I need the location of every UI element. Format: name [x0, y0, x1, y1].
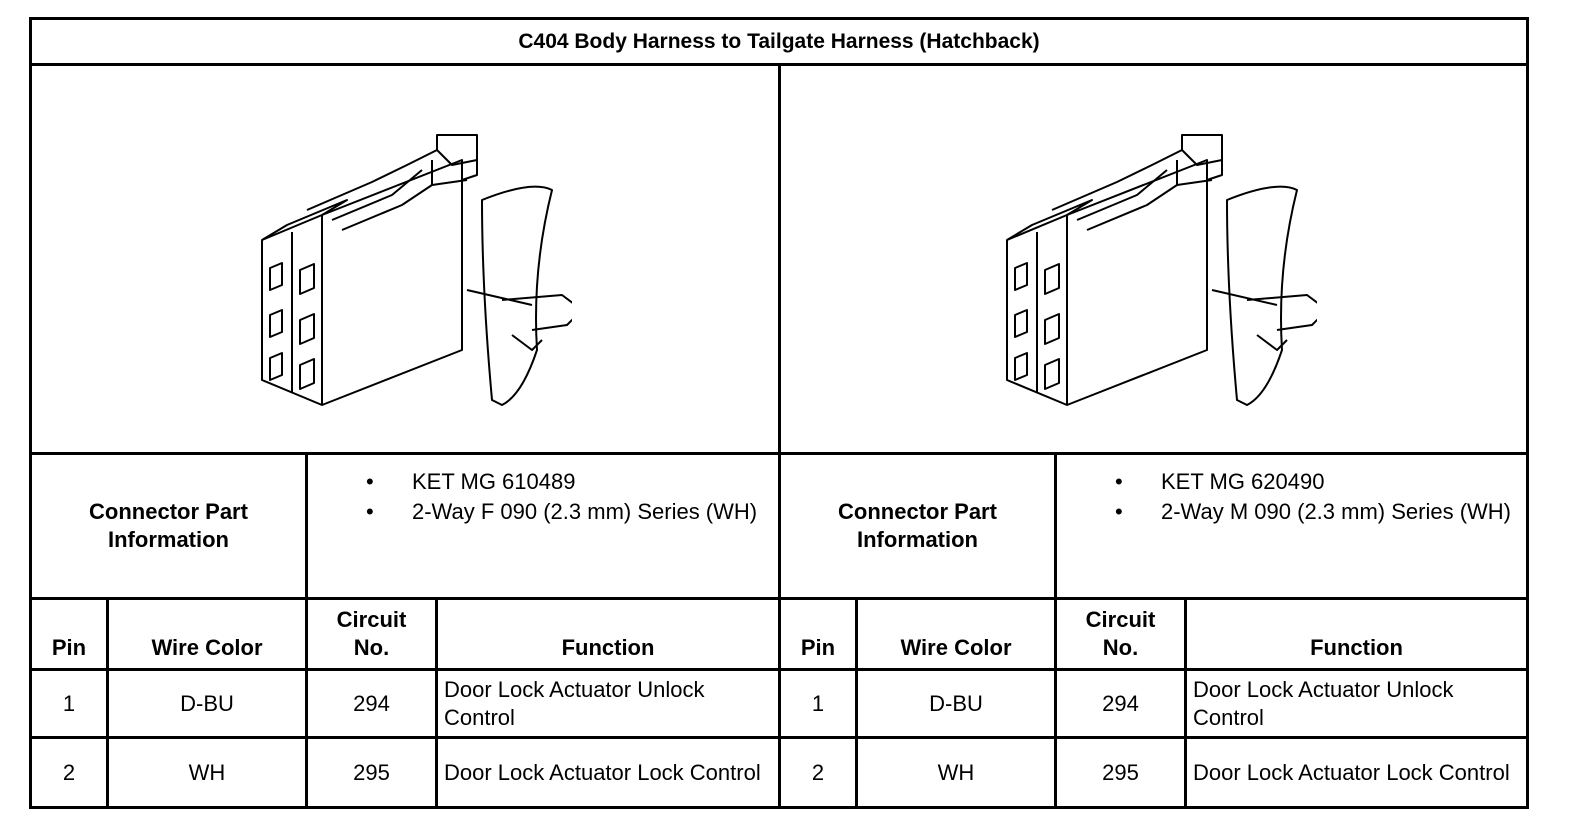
part-info-item: KET MG 620490 — [1057, 467, 1511, 497]
header-circuit: Circuit No. — [1085, 607, 1156, 660]
connector-drawing-female — [261, 134, 572, 406]
cell-pin: 2 — [811, 759, 825, 785]
cell-circuit: 294 — [353, 690, 390, 716]
divider-center — [778, 66, 781, 806]
header-function: Function — [1310, 635, 1403, 660]
connector-end-view-table: C404 Body Harness to Tailgate Harness (H… — [29, 17, 1529, 809]
divider-col-circuit-right — [1184, 600, 1187, 806]
divider-col-circuit-left — [435, 600, 438, 806]
cell-wire-color: D-BU — [180, 690, 234, 716]
cell-function: Door Lock Actuator Unlock Control — [1193, 676, 1454, 730]
cell-wire-color: WH — [188, 759, 226, 785]
header-pin: Pin — [51, 635, 87, 660]
header-wire-color: Wire Color — [900, 635, 1012, 660]
header-wire-color: Wire Color — [151, 635, 263, 660]
header-pin: Pin — [800, 635, 836, 660]
connector-part-info: KET MG 610489 2-Way F 090 (2.3 mm) Serie… — [308, 455, 778, 597]
part-info-item: 2-Way F 090 (2.3 mm) Series (WH) — [308, 497, 757, 527]
header-circuit: Circuit No. — [336, 607, 407, 660]
cell-circuit: 295 — [353, 759, 390, 785]
cell-wire-color: WH — [937, 759, 975, 785]
cell-function: Door Lock Actuator Lock Control — [1193, 759, 1510, 785]
divider-info-left — [305, 455, 308, 597]
divider-info-right — [1054, 455, 1057, 597]
cell-pin: 2 — [62, 759, 76, 785]
connector-part-info: KET MG 620490 2-Way M 090 (2.3 mm) Serie… — [1057, 455, 1526, 597]
connector-drawing-male — [1006, 134, 1317, 406]
divider-col-wire-left — [305, 600, 308, 806]
cell-wire-color: D-BU — [929, 690, 983, 716]
part-info-item: 2-Way M 090 (2.3 mm) Series (WH) — [1057, 497, 1511, 527]
connector-info-label: Connector Part Information — [838, 499, 997, 552]
divider-col-wire-right — [1054, 600, 1057, 806]
cell-pin: 1 — [811, 690, 825, 716]
cell-circuit: 295 — [1102, 759, 1139, 785]
connector-info-label: Connector Part Information — [89, 499, 248, 552]
cell-function: Door Lock Actuator Lock Control — [444, 759, 761, 785]
cell-function: Door Lock Actuator Unlock Control — [444, 676, 705, 730]
divider-col-pin-left — [106, 600, 109, 806]
cell-circuit: 294 — [1102, 690, 1139, 716]
divider-col-pin-right — [855, 600, 858, 806]
cell-pin: 1 — [62, 690, 76, 716]
part-info-item: KET MG 610489 — [308, 467, 757, 497]
header-function: Function — [561, 635, 655, 660]
table-title: C404 Body Harness to Tailgate Harness (H… — [32, 20, 1526, 66]
